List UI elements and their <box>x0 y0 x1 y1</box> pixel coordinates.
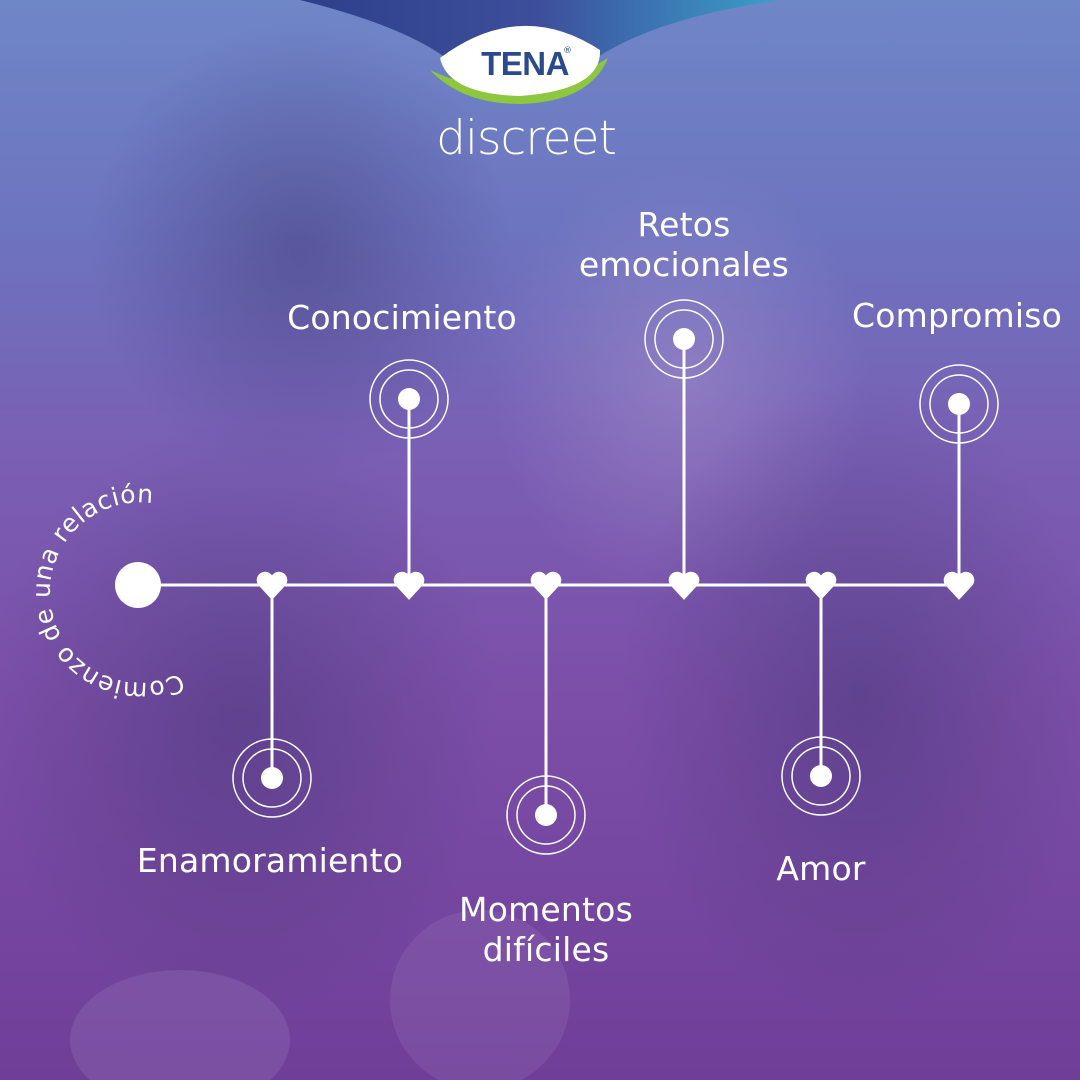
milestone-ring-2-conocimiento <box>379 369 439 429</box>
milestone-dot-retos-emocionales <box>673 328 695 350</box>
heart-icon <box>943 571 975 600</box>
cup-silhouette <box>70 970 290 1080</box>
milestone-dot-amor <box>810 765 832 787</box>
teapot-silhouette <box>390 910 570 1080</box>
timeline-start-label: Comienzo de una relación <box>27 479 189 706</box>
milestone-dot-compromiso <box>948 393 970 415</box>
heart-icon <box>530 571 562 600</box>
milestone-label-amor: Amor <box>776 849 866 888</box>
heart-icon <box>393 571 425 600</box>
logo-green-swoosh <box>430 58 608 104</box>
milestone-dot-momentos-dificiles <box>535 804 557 826</box>
milestone-ring-1-conocimiento <box>369 359 449 439</box>
heart-icon <box>256 571 288 600</box>
milestone-dot-enamoramiento <box>261 767 283 789</box>
brand-name: TENA <box>481 45 569 82</box>
timeline-milestones <box>232 299 999 855</box>
brand-logo: TENA ® discreet <box>420 16 620 176</box>
milestone-ring-1-momentos-dificiles <box>506 775 586 855</box>
heart-icon <box>668 571 700 600</box>
milestone-ring-2-momentos-dificiles <box>516 785 576 845</box>
milestone-ring-2-enamoramiento <box>242 748 302 808</box>
milestone-ring-2-amor <box>791 746 851 806</box>
product-line-name: discreet <box>436 111 617 166</box>
milestone-label-retos-emocionales: Retos emocionales <box>578 205 790 284</box>
logo-white-oval <box>440 25 601 96</box>
milestone-ring-1-retos-emocionales <box>644 299 724 379</box>
man-silhouette <box>90 20 510 480</box>
milestone-label-enamoramiento: Enamoramiento <box>136 841 404 880</box>
heart-icon <box>805 571 837 600</box>
milestone-label-momentos-dificiles: Momentos difíciles <box>459 890 633 969</box>
milestone-dot-conocimiento <box>398 388 420 410</box>
milestone-ring-1-enamoramiento <box>232 738 312 818</box>
milestone-ring-2-retos-emocionales <box>654 309 714 369</box>
registered-mark: ® <box>563 46 572 56</box>
milestone-ring-1-amor <box>781 736 861 816</box>
timeline-start-dot <box>115 562 161 608</box>
milestone-ring-1-compromiso <box>919 364 999 444</box>
milestone-label-compromiso: Compromiso <box>851 296 1063 335</box>
milestone-ring-2-compromiso <box>929 374 989 434</box>
milestone-label-conocimiento: Conocimiento <box>287 298 517 337</box>
blanket-silhouette <box>620 380 1080 1020</box>
